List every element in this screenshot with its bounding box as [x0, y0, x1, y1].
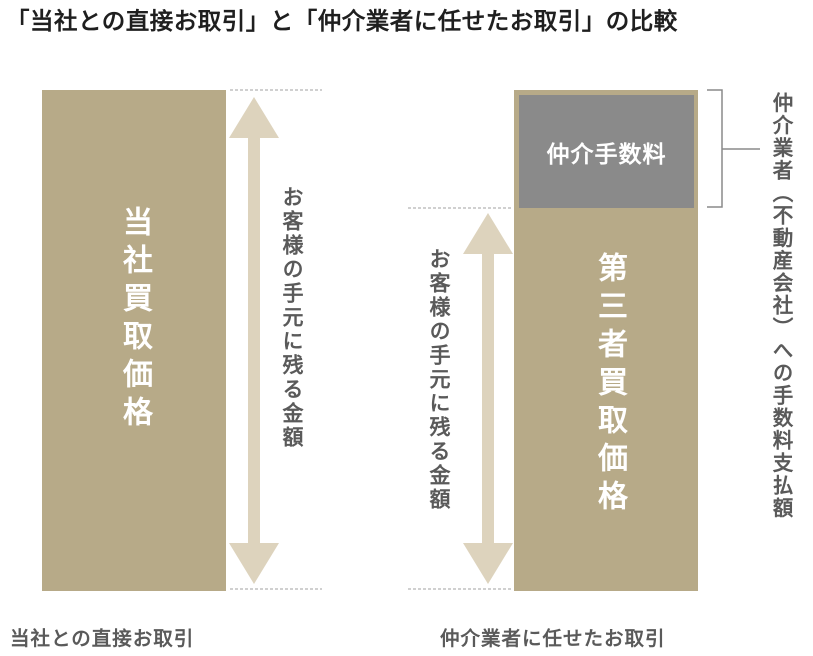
direct-transaction-caption: 当社との直接お取引: [10, 627, 195, 650]
left-double-arrow: [229, 97, 279, 584]
broker-fee-payment-label: 仲介業者（不動産会社）への手数料支払額: [769, 92, 793, 520]
broker-remaining-amount-label: お客様の手元に残る金額: [427, 248, 452, 512]
fee-bracket: [707, 89, 760, 208]
diagram-title: 「当社との直接お取引」と「仲介業者に任せたお取引」の比較: [6, 7, 678, 35]
direct-purchase-bar: [42, 90, 226, 591]
direct-remaining-amount-label: お客様の手元に残る金額: [280, 186, 305, 450]
broker-transaction-caption: 仲介業者に任せたお取引: [440, 627, 666, 650]
third-party-purchase-bar-label: 第三者買取価格: [592, 252, 627, 518]
direct-purchase-bar-label: 当社買取価格: [117, 206, 152, 434]
brokerage-fee-box: 仲介手数料: [519, 95, 694, 208]
brokerage-fee-label: 仲介手数料: [546, 140, 667, 168]
right-double-arrow: [463, 213, 513, 584]
